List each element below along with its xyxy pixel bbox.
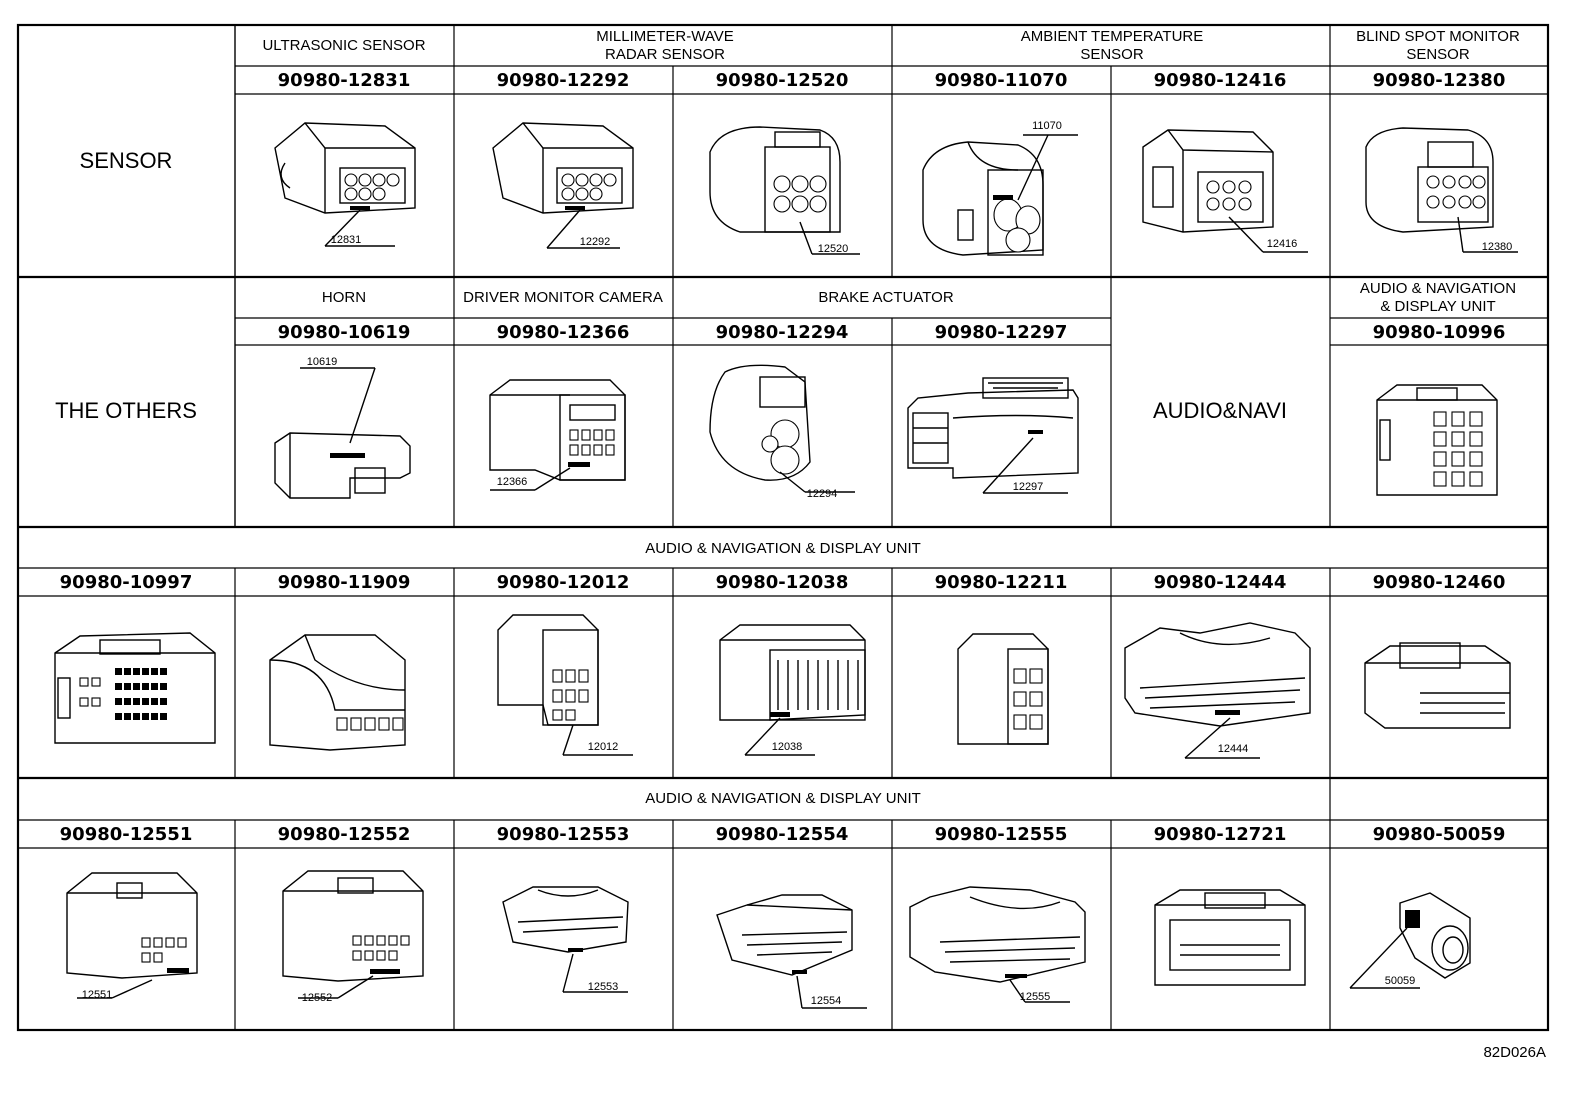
connector-12554-drawing (716, 894, 867, 1009)
part-number: 90980-12520 (716, 70, 849, 91)
callout-label: 12444 (1218, 743, 1249, 755)
part-number: 90980-12551 (60, 824, 193, 845)
callout-label: 12553 (588, 981, 619, 993)
connector-12297-drawing (907, 377, 1079, 494)
callout-label: 12297 (1013, 481, 1044, 493)
part-number: 90980-11070 (935, 70, 1068, 91)
part-number: 90980-12721 (1154, 824, 1287, 845)
group-label-display-unit: & DISPLAY UNIT (1380, 298, 1495, 315)
callout-label: 10619 (307, 356, 338, 368)
callout-label: 50059 (1385, 975, 1416, 987)
connector-12292-drawing (492, 122, 634, 249)
callout-label: 12294 (807, 488, 838, 500)
part-number: 90980-12444 (1154, 572, 1287, 593)
part-number: 90980-12211 (935, 572, 1068, 593)
group-label-brake-actuator: BRAKE ACTUATOR (818, 289, 953, 306)
connector-10996-drawing (1376, 384, 1498, 496)
group-label-radar-sensor: RADAR SENSOR (605, 46, 725, 63)
connector-12721-drawing (1154, 889, 1306, 986)
connector-12555-drawing (909, 886, 1086, 1003)
callout-label: 12038 (772, 741, 803, 753)
group-label-blind-spot-monitor: BLIND SPOT MONITOR (1356, 28, 1520, 45)
part-number: 90980-12555 (935, 824, 1068, 845)
connector-50059-drawing (1349, 892, 1471, 989)
figure-reference: 82D026A (1483, 1044, 1546, 1061)
connector-12831-drawing (274, 122, 416, 247)
group-label-driver-monitor-camera: DRIVER MONITOR CAMERA (463, 289, 663, 306)
part-number: 90980-12416 (1154, 70, 1287, 91)
section-label-the-others: THE OTHERS (55, 398, 197, 423)
connector-12366-drawing (489, 379, 626, 491)
part-number: 90980-12460 (1373, 572, 1506, 593)
callout-label: 12012 (588, 741, 619, 753)
part-number: 90980-12831 (278, 70, 411, 91)
connector-11909-drawing (269, 634, 406, 751)
group-label-horn: HORN (322, 289, 366, 306)
merged-label-audio-navi: AUDIO&NAVI (1153, 398, 1287, 423)
connector-12294-drawing (709, 364, 855, 493)
callout-label: 12366 (497, 476, 528, 488)
connector-12211-drawing (957, 633, 1049, 745)
connector-12551-drawing (66, 872, 198, 999)
part-number: 90980-50059 (1373, 824, 1506, 845)
group-label-millimeter-wave: MILLIMETER-WAVE (596, 28, 734, 45)
part-number: 90980-12297 (935, 322, 1068, 343)
part-number: 90980-12380 (1373, 70, 1506, 91)
part-number: 90980-10997 (60, 572, 193, 593)
connector-12416-drawing (1142, 129, 1308, 253)
connector-10997-drawing (54, 632, 216, 744)
table-grid (16, 23, 1550, 1032)
connector-12038-drawing (719, 624, 866, 756)
group-label-audio-nav-display: AUDIO & NAVIGATION & DISPLAY UNIT (645, 790, 921, 807)
callout-label: 12520 (818, 243, 849, 255)
callout-label: 12552 (302, 992, 333, 1004)
part-number: 90980-12038 (716, 572, 849, 593)
connector-12552-drawing (282, 870, 424, 999)
part-number: 90980-12292 (497, 70, 630, 91)
callout-label: 12831 (331, 234, 362, 246)
part-number: 90980-10619 (278, 322, 411, 343)
group-label-ambient-sensor: SENSOR (1080, 46, 1144, 63)
section-label-sensor: SENSOR (80, 148, 173, 173)
connector-10619-drawing (274, 367, 411, 499)
part-number: 90980-12366 (497, 322, 630, 343)
connector-12444-drawing (1124, 622, 1311, 759)
group-label-audio-nav-display: AUDIO & NAVIGATION & DISPLAY UNIT (645, 540, 921, 557)
group-label-audio-navigation: AUDIO & NAVIGATION (1360, 280, 1516, 297)
part-number: 90980-12294 (716, 322, 849, 343)
part-number: 90980-11909 (278, 572, 411, 593)
callout-label: 12554 (811, 995, 842, 1007)
connector-12553-drawing (502, 886, 629, 993)
connector-12520-drawing (709, 126, 860, 255)
callout-label: 12416 (1267, 238, 1298, 250)
connector-11070-drawing (922, 134, 1078, 256)
callout-label: 12555 (1020, 991, 1051, 1003)
part-number: 90980-10996 (1373, 322, 1506, 343)
group-label-blind-spot-sensor: SENSOR (1406, 46, 1470, 63)
part-number: 90980-12554 (716, 824, 849, 845)
part-number: 90980-12552 (278, 824, 411, 845)
group-label-ultrasonic-sensor: ULTRASONIC SENSOR (262, 37, 425, 54)
connector-12380-drawing (1365, 127, 1518, 253)
callout-label: 12380 (1482, 241, 1513, 253)
part-number: 90980-12012 (497, 572, 630, 593)
part-number: 90980-12553 (497, 824, 630, 845)
connector-12460-drawing (1364, 642, 1511, 729)
group-label-ambient-temperature: AMBIENT TEMPERATURE (1021, 28, 1204, 45)
callout-label: 12551 (82, 989, 113, 1001)
callout-label: 12292 (580, 236, 611, 248)
connector-12012-drawing (497, 614, 633, 756)
callout-label: 11070 (1032, 120, 1062, 132)
